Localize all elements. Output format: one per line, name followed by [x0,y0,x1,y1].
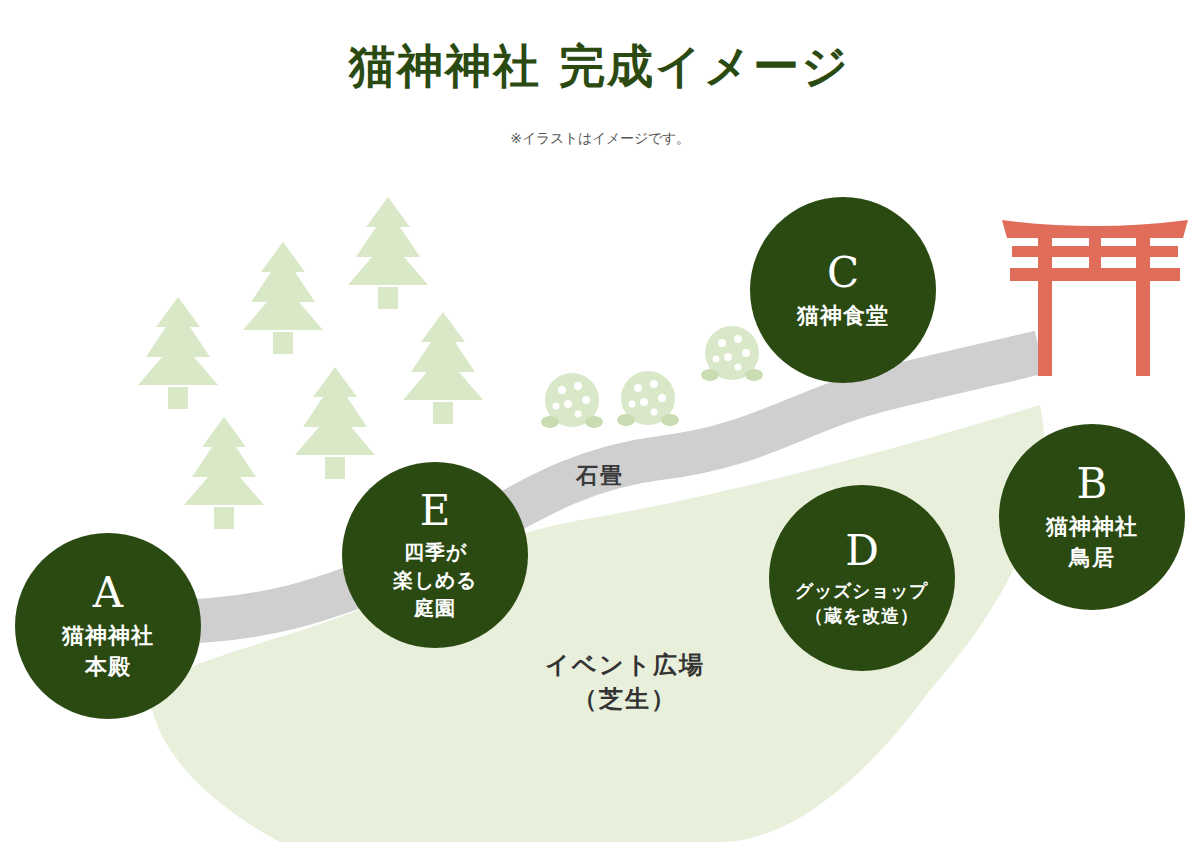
hydrangeas [541,326,763,428]
area-name: 猫神食堂 [777,300,909,331]
area-name: 猫神神社 鳥居 [1041,511,1142,573]
area-letter: C [827,250,859,296]
location-circle: B猫神神社 鳥居 [999,424,1185,610]
torii [1002,220,1188,376]
area-name: グッズショップ （蔵を改造） [794,578,931,628]
area-letter: D [845,528,879,574]
area-name: 猫神神社 本殿 [57,620,158,682]
area-label: イベント広場 （芝生） [525,648,725,715]
location-circle: C 猫神食堂 [750,197,936,383]
location-circle: Dグッズショップ （蔵を改造） [769,485,955,671]
caption: ※イラストはイメージです。 [0,130,1200,148]
area-letter: A [93,570,123,616]
title: 猫神神社 完成イメージ [0,36,1200,98]
location-circle: E四季が 楽しめる 庭園 [342,462,528,648]
area-letter: E [420,488,451,534]
area-letter: B [1077,461,1108,507]
area-name: 四季が 楽しめる 庭園 [387,538,483,622]
path-label: 石畳 [560,460,640,491]
location-circle: A猫神神社 本殿 [15,533,201,719]
